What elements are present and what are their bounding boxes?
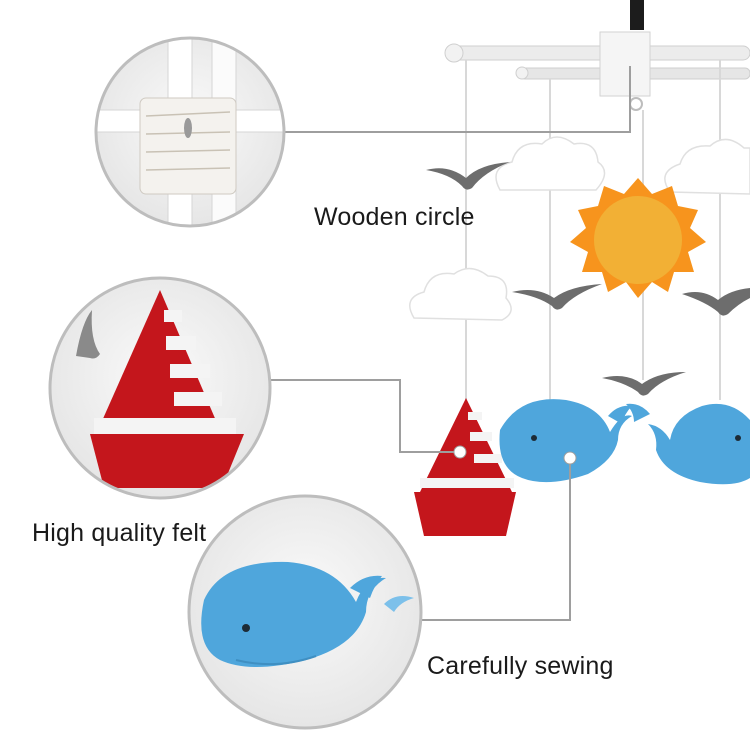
zoom-circle-whale [187,494,423,730]
callout-label-carefully-sewing: Carefully sewing [427,652,614,680]
felt-bird [682,288,750,316]
callout-label-wooden-circle: Wooden circle [314,203,475,231]
felt-sailboat [414,398,516,536]
callout-anchor-dot [453,445,467,459]
mobile-frame [444,0,750,420]
zoom-circle-wooden [94,36,286,228]
bar-end-knob [515,66,529,80]
felt-cloud [409,267,512,321]
bar-end-knob [444,43,464,63]
felt-cloud [495,136,606,191]
felt-bird [512,284,602,310]
felt-whale [626,403,750,485]
wooden-bar [447,45,750,61]
leader-lines [270,66,631,621]
wooden-cube [599,31,651,97]
callout-label-high-quality-felt: High quality felt [32,519,207,547]
felt-sun [570,178,706,298]
felt-bird [426,162,510,190]
callout-anchor-dot [563,451,577,465]
leader-line-wooden-circle [284,66,631,133]
zoom-circle-sailboat [48,276,272,500]
hanging-strap [630,0,644,30]
felt-cloud [664,138,750,195]
hook-ring [629,97,643,111]
felt-bird [602,372,686,396]
leader-line-sewing [421,464,571,621]
felt-whale [499,399,632,483]
leader-line-felt [270,379,454,453]
